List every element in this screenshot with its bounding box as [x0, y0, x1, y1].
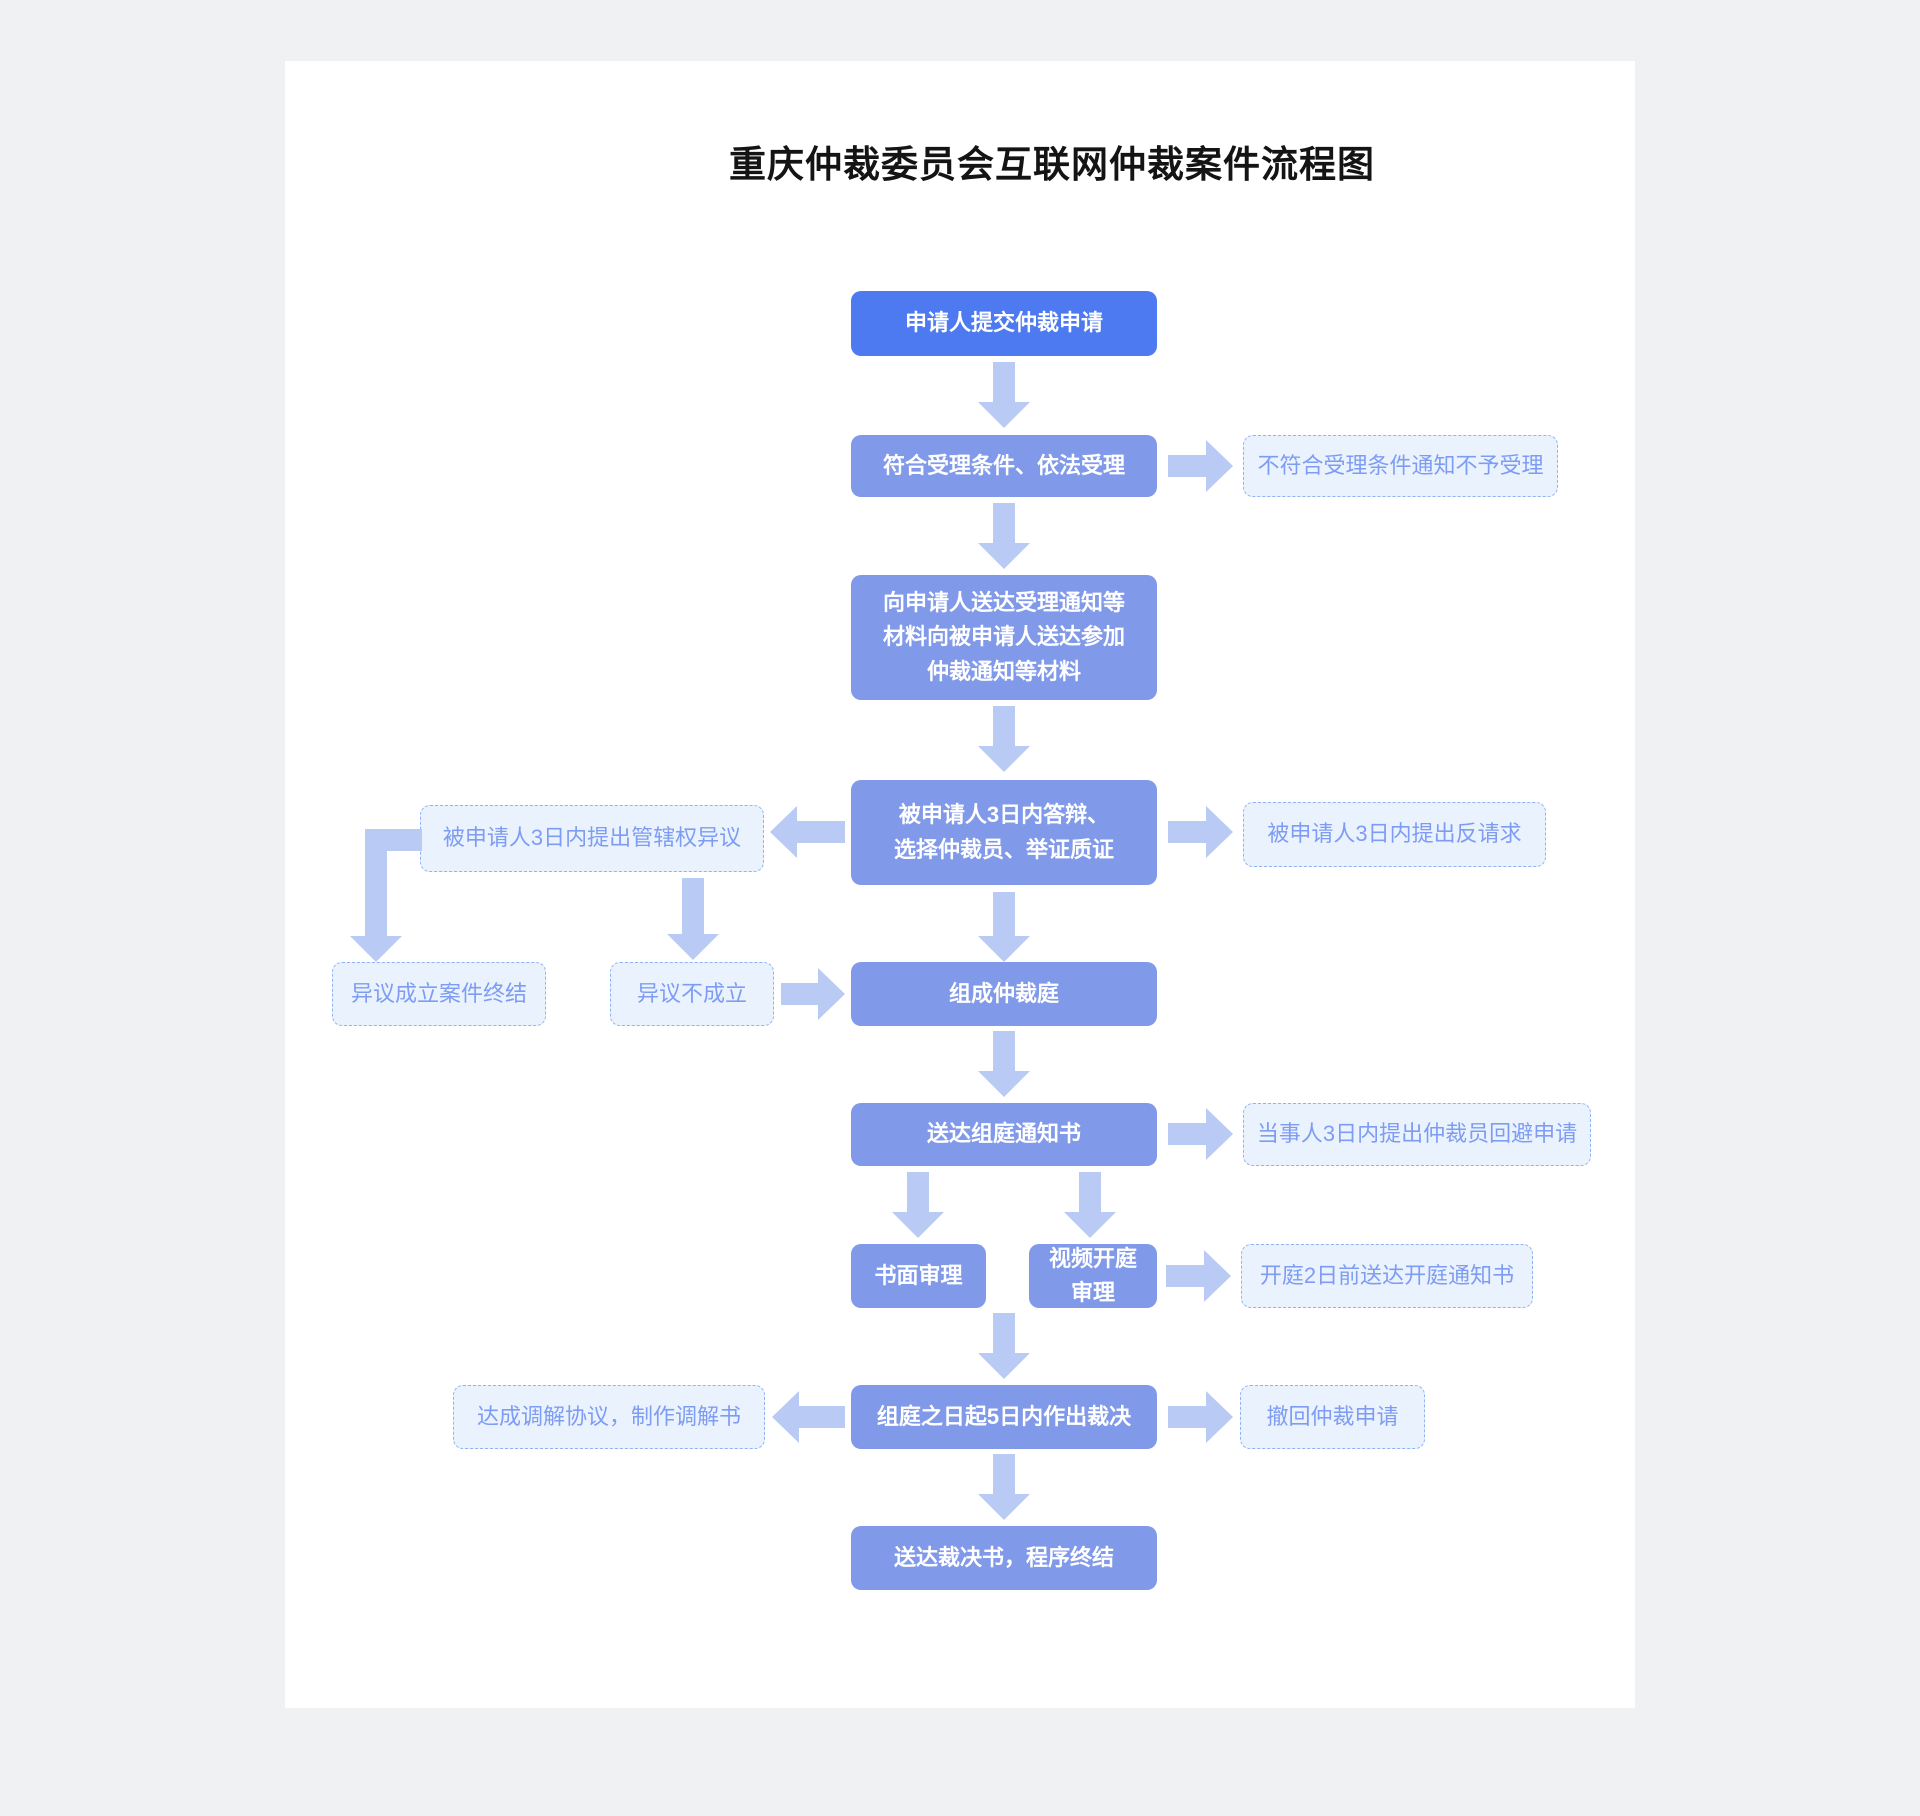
arrow-right-defense-to-counterclaim: [1168, 806, 1233, 858]
flow-node-recusal-request: 当事人3日内提出仲裁员回避申请: [1243, 1103, 1591, 1166]
arrow-down-accept-to-serve: [978, 503, 1030, 569]
arrow-left-defense-to-jurisdiction: [770, 806, 845, 858]
arrow-right-rejected-to-tribunal: [781, 968, 845, 1020]
arrow-left-award-to-mediation: [772, 1391, 845, 1443]
flow-node-written-review: 书面审理: [851, 1244, 986, 1308]
flow-node-mediation: 达成调解协议，制作调解书: [453, 1385, 765, 1449]
flow-node-objection-rejected: 异议不成立: [610, 962, 774, 1026]
arrow-right-award-to-withdraw: [1168, 1391, 1233, 1443]
flow-node-hearing-notice: 开庭2日前送达开庭通知书: [1241, 1244, 1533, 1308]
flow-node-tribunal: 组成仲裁庭: [851, 962, 1157, 1026]
arrow-down-serve-to-defense: [978, 706, 1030, 772]
flow-node-jurisdiction-objection: 被申请人3日内提出管辖权异议: [420, 805, 764, 872]
arrow-down-jurisdiction-to-rejected: [667, 878, 719, 960]
arrow-down-apply-to-accept: [978, 362, 1030, 428]
arrow-down-panel-notice-to-video: [1064, 1172, 1116, 1238]
arrow-right-panel-notice-to-recusal: [1168, 1108, 1233, 1160]
flow-node-panel-notice: 送达组庭通知书: [851, 1103, 1157, 1166]
arrow-down-tribunal-to-panel-notice: [978, 1031, 1030, 1097]
flow-node-reject-notice: 不符合受理条件通知不予受理: [1243, 435, 1558, 497]
flow-node-award: 组庭之日起5日内作出裁决: [851, 1385, 1157, 1449]
flow-node-withdraw: 撤回仲裁申请: [1240, 1385, 1425, 1449]
arrow-down-defense-to-tribunal: [978, 892, 1030, 962]
arrow-right-video-to-hearing-notice: [1166, 1250, 1231, 1302]
flow-node-apply: 申请人提交仲裁申请: [851, 291, 1157, 356]
arrow-right-accept-to-reject-notice: [1168, 440, 1233, 492]
flow-node-video-hearing: 视频开庭 审理: [1029, 1244, 1157, 1308]
flow-node-serve-materials: 向申请人送达受理通知等 材料向被申请人送达参加 仲裁通知等材料: [851, 575, 1157, 700]
flow-node-counterclaim: 被申请人3日内提出反请求: [1243, 802, 1546, 867]
arrow-down-award-to-final: [978, 1454, 1030, 1520]
arrow-down-hearings-to-award: [978, 1313, 1030, 1379]
flow-node-final: 送达裁决书，程序终结: [851, 1526, 1157, 1590]
flow-node-defense: 被申请人3日内答辩、 选择仲裁员、举证质证: [851, 780, 1157, 885]
arrow-down-panel-notice-to-written: [892, 1172, 944, 1238]
flow-node-accept: 符合受理条件、依法受理: [851, 435, 1157, 497]
flow-node-objection-upheld: 异议成立案件终结: [332, 962, 546, 1026]
page-title: 重庆仲裁委员会互联网仲裁案件流程图: [729, 144, 1375, 185]
